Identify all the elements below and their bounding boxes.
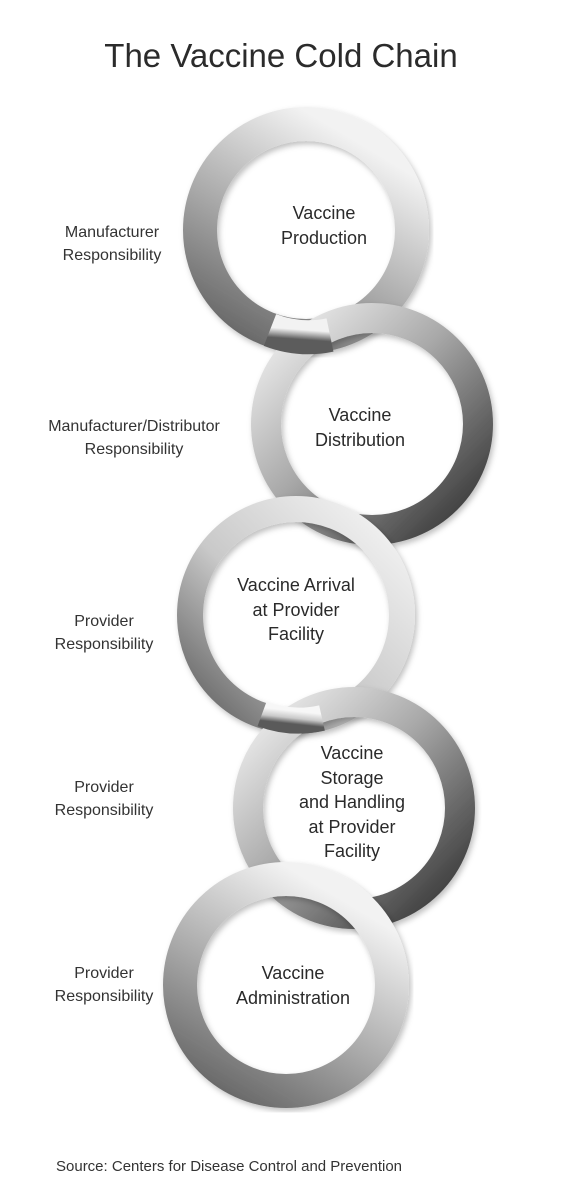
stage-label-line: Vaccine Arrival (237, 575, 355, 595)
stage-label-line: Administration (235, 987, 351, 1008)
stage-label-line: Production (280, 227, 368, 248)
responsibility-line: Responsibility (54, 988, 154, 1005)
responsibility-line: Manufacturer (64, 224, 160, 241)
stage-label-arrival: Vaccine Arrival at Provider Facility (206, 573, 386, 647)
responsibility-line: Provider (74, 613, 134, 630)
stage-label-line: and Handling (298, 792, 406, 812)
stage-label-line: Facility (323, 841, 380, 861)
stage-label-line: Vaccine (261, 963, 325, 983)
responsibility-label-storage: Provider Responsibility (14, 776, 194, 822)
responsibility-label-distribution: Manufacturer/Distributor Responsibility (18, 415, 250, 461)
responsibility-label-arrival: Provider Responsibility (14, 610, 194, 656)
ring-administration (163, 862, 409, 1108)
responsibility-line: Responsibility (54, 636, 154, 653)
stage-label-line: Vaccine (328, 405, 392, 425)
responsibility-line: Responsibility (62, 247, 162, 264)
stage-label-line: Distribution (314, 429, 406, 450)
link-overlap-1 (263, 313, 334, 355)
stage-label-line: Vaccine (320, 743, 384, 763)
source-note: Source: Centers for Disease Control and … (56, 1158, 403, 1175)
stage-label-line: Vaccine (292, 203, 356, 223)
stage-label-production: Vaccine Production (246, 201, 402, 250)
responsibility-line: Responsibility (54, 802, 154, 819)
stage-label-line: Facility (267, 624, 324, 644)
stage-label-storage: Vaccine Storage and Handling at Provider… (272, 741, 432, 864)
responsibility-line: Responsibility (84, 441, 184, 458)
stage-label-line: at Provider (308, 816, 396, 837)
responsibility-line: Provider (74, 965, 134, 982)
stage-label-administration: Vaccine Administration (212, 961, 374, 1010)
responsibility-label-administration: Provider Responsibility (14, 962, 194, 1008)
responsibility-line: Provider (74, 779, 134, 796)
responsibility-label-production: Manufacturer Responsibility (22, 221, 202, 267)
responsibility-line: Manufacturer/Distributor (48, 418, 220, 435)
stage-label-line: Storage (320, 767, 384, 788)
stage-label-distribution: Vaccine Distribution (282, 403, 438, 452)
stage-label-line: at Provider (252, 599, 340, 620)
diagram-title: The Vaccine Cold Chain (104, 37, 458, 74)
link-overlap-3 (257, 701, 325, 734)
